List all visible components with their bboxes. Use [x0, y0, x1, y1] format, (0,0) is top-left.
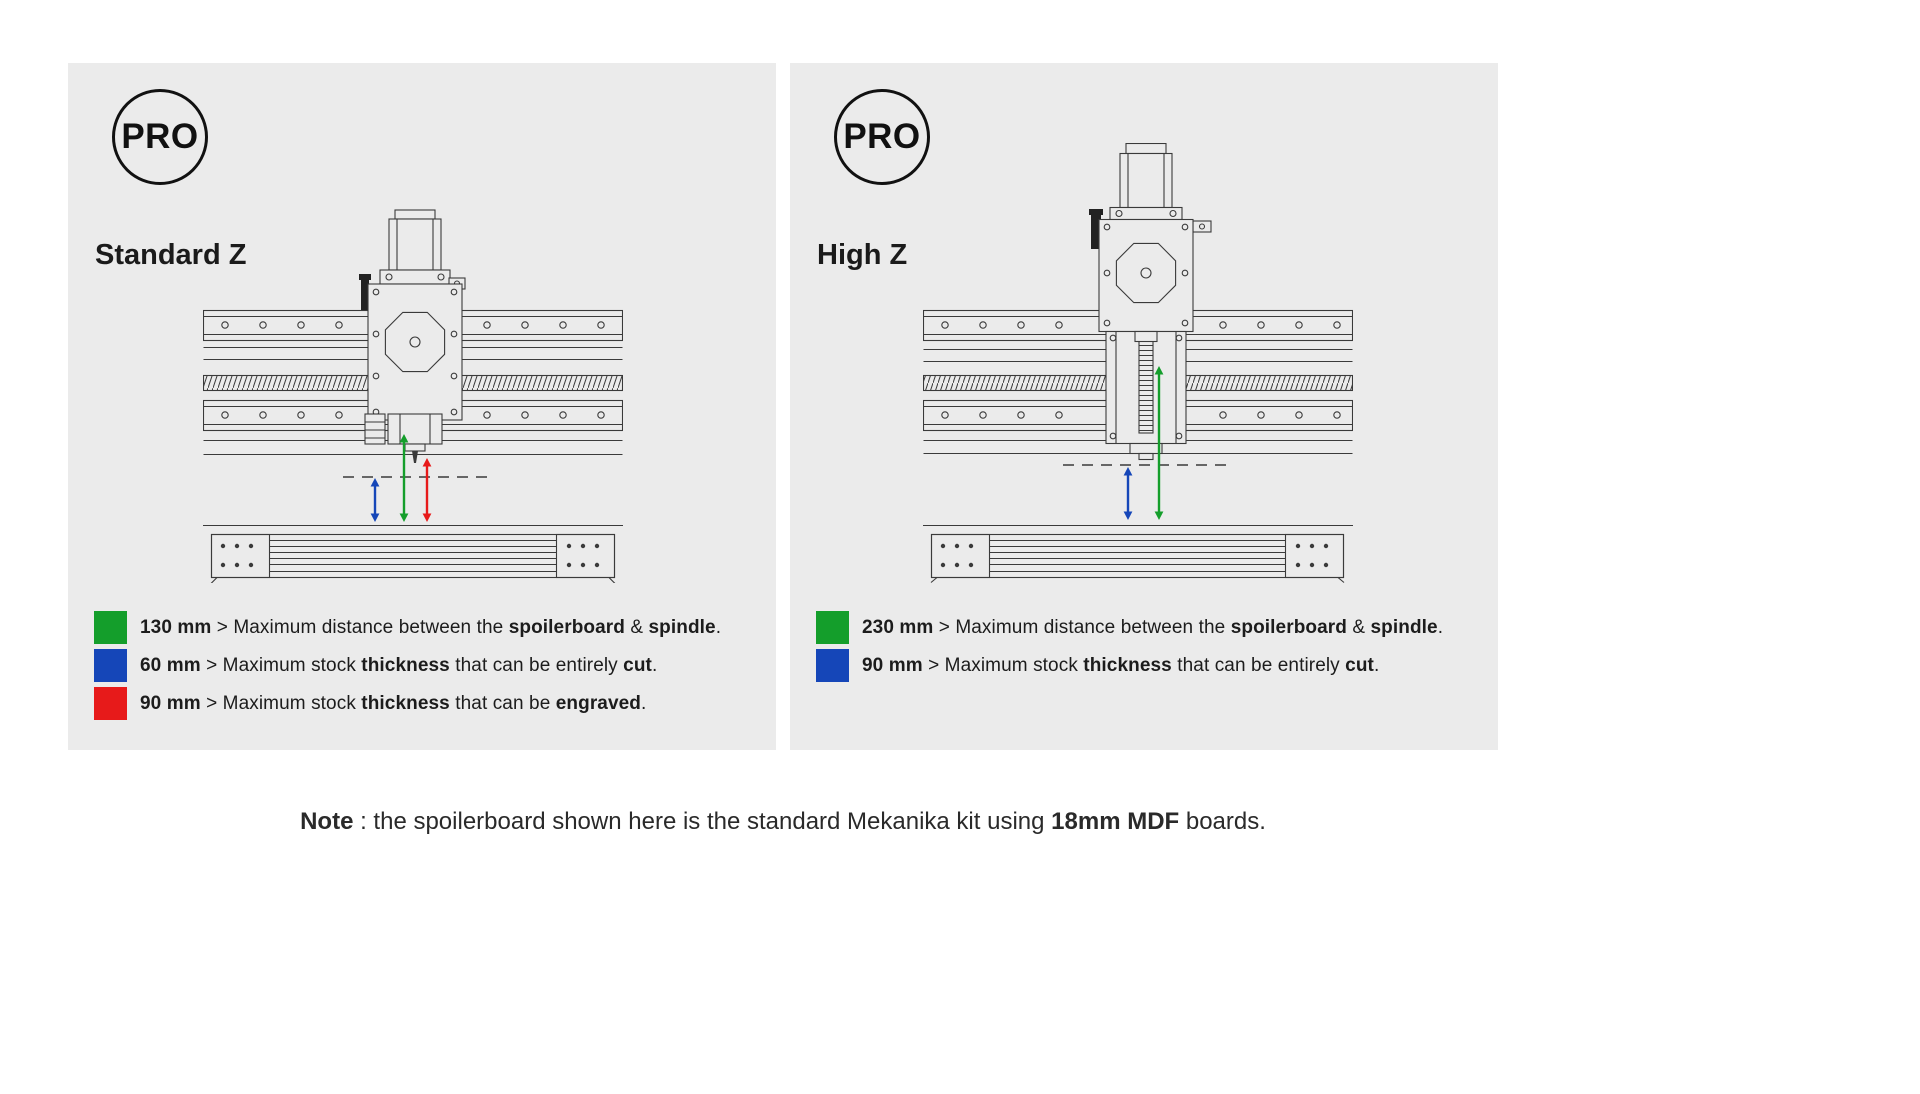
spindle-clamp	[1129, 442, 1163, 461]
blue-swatch	[94, 649, 127, 682]
legend-item-max-distance: 230 mm > Maximum distance between the sp…	[816, 611, 1443, 644]
pro-badge: PRO	[112, 89, 208, 185]
lead-screw	[1138, 340, 1154, 434]
cut-thickness-arrow	[1123, 467, 1133, 520]
legend-item-cut-thickness: 60 mm > Maximum stock thickness that can…	[94, 649, 721, 682]
spoilerboard-drawing	[203, 524, 623, 583]
max-distance-arrow	[1154, 366, 1164, 520]
green-swatch	[816, 611, 849, 644]
z-axis-assembly	[1089, 143, 1212, 461]
panel-title: High Z	[817, 239, 908, 271]
spoilerboard-drawing	[923, 524, 1353, 583]
green-swatch	[94, 611, 127, 644]
sensor-icon	[359, 274, 371, 280]
legend-label: 90 mm > Maximum stock thickness that can…	[862, 654, 1380, 676]
panel-standard-z: PRO Standard Z	[68, 63, 776, 750]
sensor-icon	[1089, 209, 1103, 215]
legend-label: 230 mm > Maximum distance between the sp…	[862, 616, 1444, 638]
legend-item-cut-thickness: 90 mm > Maximum stock thickness that can…	[816, 649, 1443, 682]
red-swatch	[94, 687, 127, 720]
legend-label: 90 mm > Maximum stock thickness that can…	[140, 692, 647, 714]
machine-drawing-high-z	[923, 143, 1353, 583]
footer-note: Note : the spoilerboard shown here is th…	[300, 808, 1266, 835]
legend-standard-z: 130 mm > Maximum distance between the sp…	[94, 611, 721, 720]
spindle-clamp	[387, 413, 443, 452]
z-axis-assembly	[359, 209, 466, 463]
legend-high-z: 230 mm > Maximum distance between the sp…	[816, 611, 1443, 682]
z-carriage	[1105, 330, 1187, 445]
cut-thickness-arrow	[370, 478, 380, 522]
tool-bit	[412, 451, 418, 463]
max-distance-arrow	[399, 434, 409, 522]
legend-label: 60 mm > Maximum stock thickness that can…	[140, 654, 658, 676]
engrave-thickness-arrow	[422, 458, 432, 522]
panel-title: Standard Z	[95, 239, 247, 271]
pro-badge: PRO	[834, 89, 930, 185]
blue-swatch	[816, 649, 849, 682]
panel-high-z: PRO High Z	[790, 63, 1498, 750]
legend-item-max-distance: 130 mm > Maximum distance between the sp…	[94, 611, 721, 644]
machine-drawing-standard-z	[203, 209, 623, 583]
legend-label: 130 mm > Maximum distance between the sp…	[140, 616, 722, 638]
legend-item-engrave-thickness: 90 mm > Maximum stock thickness that can…	[94, 687, 721, 720]
